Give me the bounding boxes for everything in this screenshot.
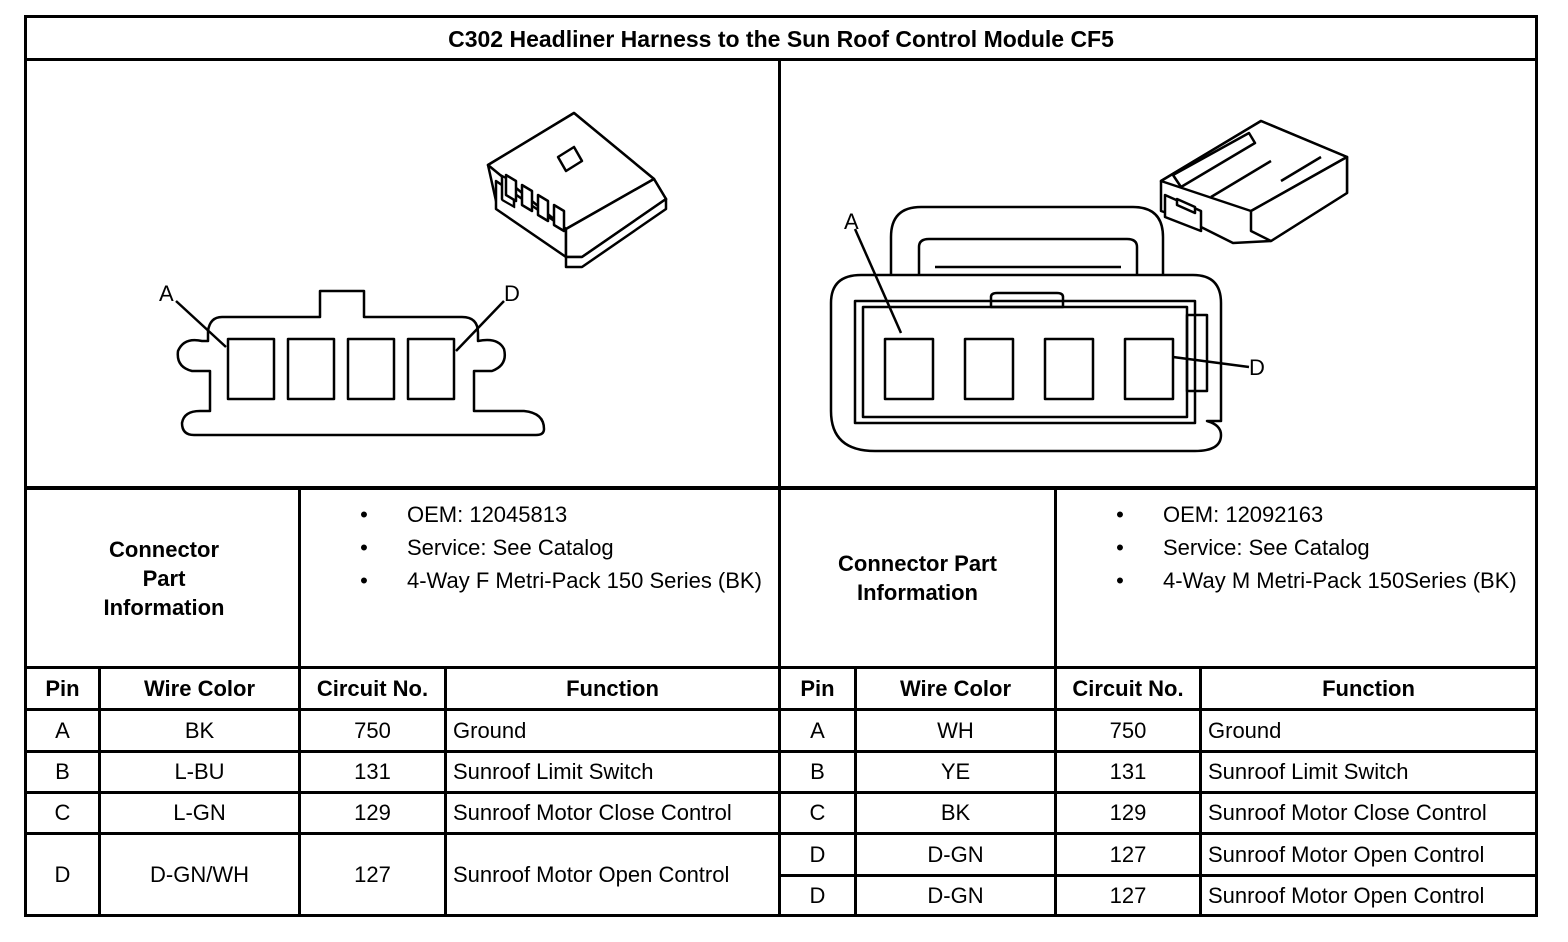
row-divider-c-left [24,832,1538,835]
left-row-b-wire: L-BU [174,759,225,784]
right-row-a-pin: A [810,717,825,743]
left-row-c-function: Sunroof Motor Close Control [453,800,732,825]
right-row-d1-function: Sunroof Motor Open Control [1208,841,1485,867]
right-row-b-pin: B [810,759,825,784]
left-row-a-circuit: 750 [354,717,391,743]
bullet-icon: • [1116,535,1124,560]
right-row-c-function: Sunroof Motor Close Control [1208,800,1487,825]
left-row-c-circuit: 129 [354,800,391,825]
right-connector-3d-icon [1159,119,1349,245]
bullet-icon: • [360,568,368,593]
left-row-a-pin: A [55,717,70,743]
row-divider-b [24,791,1538,794]
left-info-item: •OEM: 12045813 [357,498,772,531]
info-divider-left [298,486,301,917]
left-row-a-wire: BK [184,717,215,743]
right-info-item: •OEM: 12092163 [1113,498,1528,531]
right-row-d1-pin: D [809,841,826,867]
bullet-icon: • [360,502,368,527]
left-row-c-pin: C [54,800,71,825]
outer-frame [24,15,1538,917]
right-row-c-wire: BK [940,800,971,825]
left-connector-3d-icon [486,111,668,269]
right-row-b-function: Sunroof Limit Switch [1208,759,1409,784]
right-row-b-wire: YE [940,759,971,784]
left-connector-info-label: Connector Part Information [103,536,225,620]
diagram-divider [24,486,1538,490]
right-info-item: •Service: See Catalog [1113,531,1528,564]
row-divider-a [24,750,1538,753]
right-row-d1-wire: D-GN [927,841,984,867]
right-header-function: Function [1322,675,1415,701]
left-header-circuit: Circuit No. [316,675,429,701]
info-divider [24,666,1538,669]
left-info-item: •Service: See Catalog [357,531,772,564]
left-pin-d-label: D [504,281,520,306]
right-connector-info-label: Connector Part Information [838,551,997,605]
left-header-wire-color: Wire Color [143,675,256,701]
right-header-circuit: Circuit No. [1072,675,1184,701]
bullet-icon: • [360,535,368,560]
left-row-d-function: Sunroof Motor Open Control [453,861,730,887]
row-divider-d-right [778,874,1538,877]
right-row-a-circuit: 750 [1109,717,1147,743]
left-connector-face [175,289,546,437]
right-pin-d-label: D [1249,355,1265,380]
right-connector-info-list: •OEM: 12092163 •Service: See Catalog •4-… [1113,498,1528,595]
left-info-item: •4-Way F Metri-Pack 150 Series (BK) [357,566,772,595]
right-row-d1-circuit: 127 [1109,841,1147,867]
right-header-wire-color: Wire Color [899,675,1012,701]
right-row-d2-wire: D-GN [927,882,984,908]
right-row-c-pin: C [809,800,826,825]
right-info-item: •4-Way M Metri-Pack 150Series (BK) [1113,566,1528,595]
right-row-b-circuit: 131 [1109,759,1147,784]
bullet-icon: • [1116,502,1124,527]
left-row-b-function: Sunroof Limit Switch [453,759,654,784]
col-line-circuit-right [1199,666,1202,917]
right-row-d2-function: Sunroof Motor Open Control [1208,882,1485,908]
left-header-pin: Pin [45,675,80,701]
col-line-pin-left [98,666,101,917]
page-title: C302 Headliner Harness to the Sun Roof C… [448,25,1114,52]
right-pin-a-label: A [844,209,859,234]
right-connector-face [829,205,1250,453]
right-connector-diagram: A D [829,119,1349,453]
left-row-b-circuit: 131 [354,759,391,784]
left-pin-a-label: A [159,281,174,306]
right-row-a-function: Ground [1208,717,1282,743]
right-row-d2-circuit: 127 [1109,882,1147,908]
left-row-d-wire: D-GN/WH [150,861,249,887]
header-divider [24,708,1538,711]
title-divider [24,58,1538,61]
col-line-pin-right [854,666,857,917]
left-connector-info-list: •OEM: 12045813 •Service: See Catalog •4-… [357,498,772,595]
info-divider-right [1054,486,1057,917]
bullet-icon: • [1116,568,1124,593]
left-connector-diagram: A D [159,111,668,437]
left-row-c-wire: L-GN [173,800,226,825]
left-row-b-pin: B [55,759,70,784]
left-row-d-pin: D [54,861,71,887]
col-line-circuit-left [444,666,447,917]
left-row-a-function: Ground [453,717,527,743]
right-row-c-circuit: 129 [1109,800,1147,825]
right-row-a-wire: WH [937,717,974,743]
right-header-pin: Pin [800,675,835,701]
left-header-function: Function [566,675,659,701]
left-row-d-circuit: 127 [354,861,391,887]
right-row-d2-pin: D [809,882,826,908]
